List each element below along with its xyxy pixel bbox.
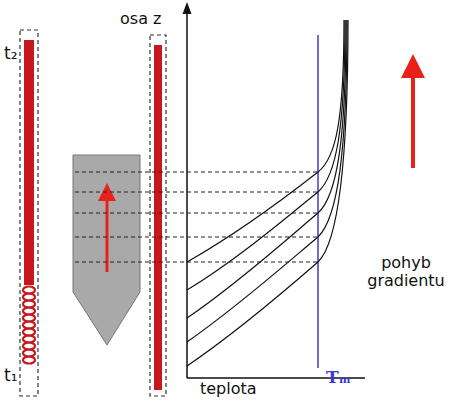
tube-outline [150, 35, 166, 396]
temperature-label: t₁ [4, 366, 17, 385]
tube-outline [20, 30, 38, 396]
melting-line [317, 35, 319, 368]
heater-shape [73, 155, 140, 345]
level-lines [75, 172, 318, 262]
temperature-label: t₂ [4, 44, 17, 63]
heater-arrow [106, 192, 109, 272]
coil-melt [23, 287, 35, 364]
z-axis [186, 8, 188, 378]
coil-turn [23, 357, 35, 364]
crystal-rod [24, 40, 34, 285]
gradient-arrow [411, 66, 415, 168]
arrow-label: pohyb gradientu [366, 254, 446, 289]
axis-label: osa z [120, 10, 161, 28]
crystal-rod [154, 45, 162, 390]
temperature-curves [187, 20, 348, 366]
melting-point-label: Tₘ [326, 368, 351, 387]
axis-label: teplota [200, 380, 257, 398]
